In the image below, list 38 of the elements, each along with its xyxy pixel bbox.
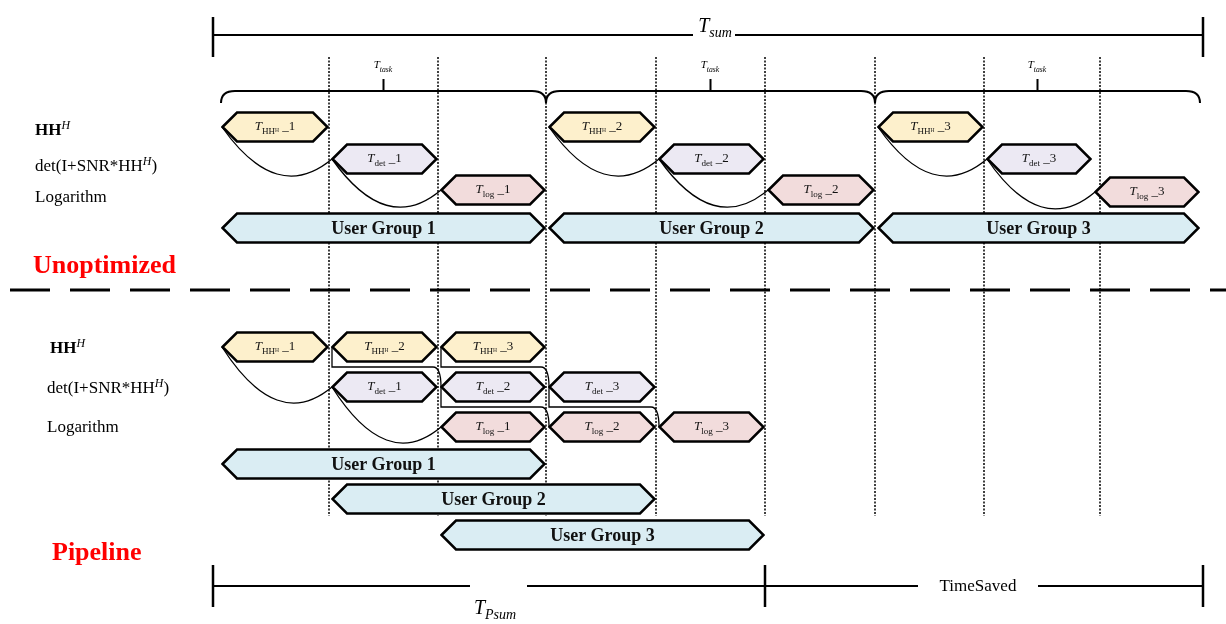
task-time-label: T$_{det}$ _2	[694, 150, 729, 168]
row-label: HH$^{H}$	[35, 117, 71, 141]
task-time-label: T$_{HHᴴ}$ _3	[472, 338, 514, 356]
task-time-label: T$_{log}$ _2	[803, 181, 839, 199]
task-time-label: T$_{HHᴴ}$ _3	[910, 118, 951, 136]
task-time-label: T$_{HHᴴ}$ _2	[581, 118, 623, 136]
time-label: T$_{task}$	[700, 58, 720, 74]
task-time-label: T$_{HHᴴ}$ _1	[254, 118, 296, 136]
time-label: T$_{task}$	[1027, 58, 1047, 74]
task-time-label: T$_{det}$ _2	[475, 378, 511, 396]
row-label: Logarithm	[47, 417, 119, 437]
task-time-label: T$_{det}$ _3	[584, 378, 620, 396]
task-time-label: T$_{log}$ _2	[584, 418, 620, 436]
time-label: T$_{Psum}$	[473, 595, 517, 623]
time-label: T$_{task}$	[373, 58, 393, 74]
row-label: det(I+SNR*HH$^{H}$)	[35, 153, 158, 177]
group-label: User Group 3	[986, 217, 1091, 239]
group-label: User Group 3	[550, 524, 655, 546]
section-title: Pipeline	[52, 537, 142, 567]
row-label: HH$^{H}$	[50, 335, 86, 359]
group-label: User Group 1	[331, 217, 436, 239]
row-label: Logarithm	[35, 187, 107, 207]
task-time-label: T$_{log}$ _3	[693, 418, 730, 436]
row-label: det(I+SNR*HH$^{H}$)	[47, 375, 170, 399]
section-title: Unoptimized	[33, 250, 176, 280]
group-label: User Group 2	[659, 217, 764, 239]
group-label: User Group 2	[441, 488, 546, 510]
task-time-label: T$_{det}$ _3	[1021, 150, 1057, 168]
task-time-label: T$_{HHᴴ}$ _2	[364, 338, 405, 356]
task-time-label: T$_{HHᴴ}$ _1	[254, 338, 296, 356]
time-label: T$_{sum}$	[698, 13, 732, 41]
task-time-label: T$_{log}$ _3	[1129, 183, 1165, 201]
task-time-label: T$_{log}$ _1	[475, 181, 511, 199]
time-label: TimeSaved	[939, 576, 1017, 596]
task-time-label: T$_{det}$ _1	[367, 378, 402, 396]
task-time-label: T$_{log}$ _1	[475, 418, 511, 436]
group-label: User Group 1	[331, 453, 436, 475]
task-time-label: T$_{det}$ _1	[367, 150, 402, 168]
